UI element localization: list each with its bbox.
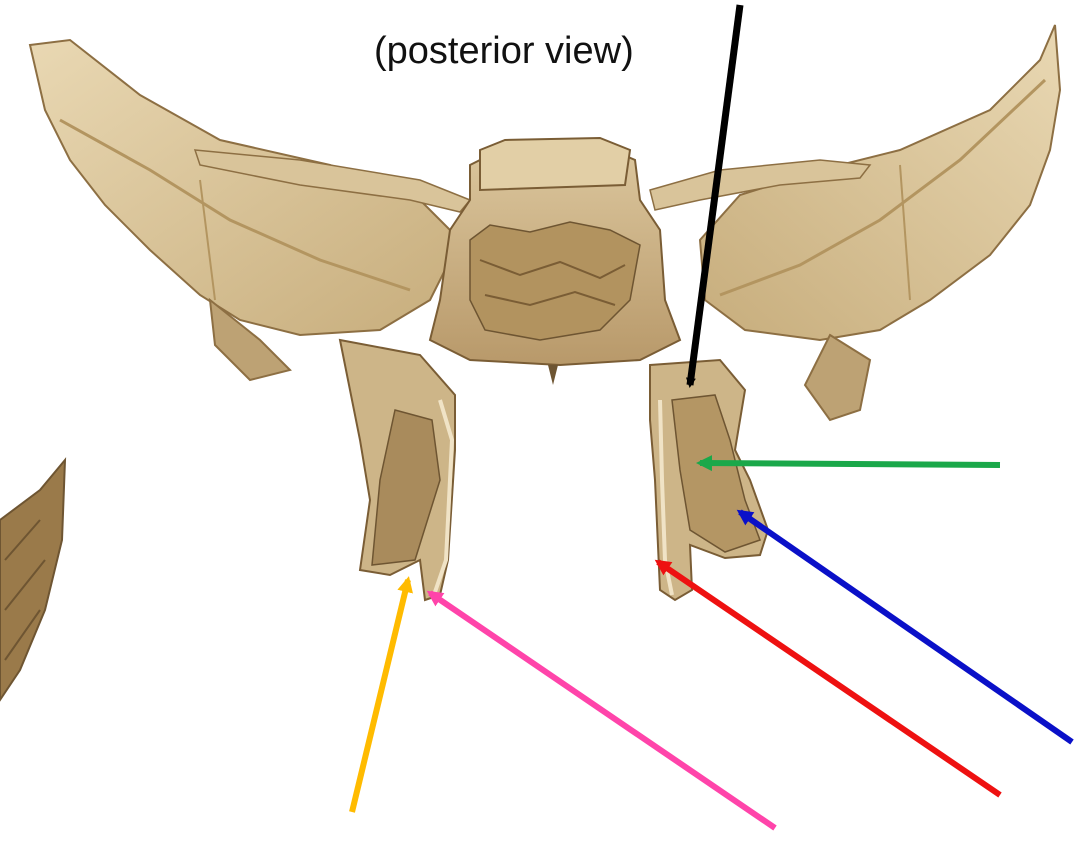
left-pterygoid-process	[340, 340, 455, 600]
left-greater-wing	[30, 40, 460, 380]
bone-fragment-left-edge	[0, 460, 65, 700]
right-pterygoid-process	[650, 360, 768, 600]
figure-caption: (posterior view)	[374, 30, 634, 73]
yellow-pointer-arrow	[352, 580, 408, 812]
green-pointer-arrow	[700, 463, 1000, 465]
sphenoid-body	[430, 138, 680, 385]
pink-pointer-arrow	[430, 593, 775, 828]
blue-pointer-arrow	[740, 512, 1072, 742]
red-pointer-arrow	[658, 562, 1000, 795]
right-greater-wing	[700, 25, 1060, 420]
